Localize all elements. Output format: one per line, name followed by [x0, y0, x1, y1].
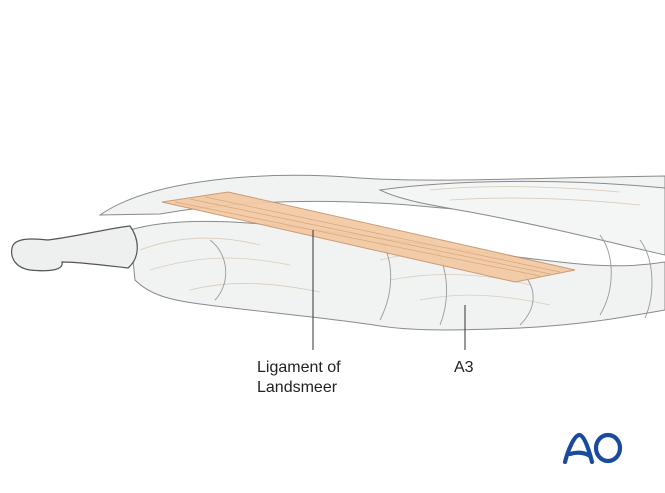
- label-ligament-of-landsmeer: Ligament of Landsmeer: [257, 358, 387, 398]
- label-line-1: A3: [454, 359, 474, 376]
- label-line-2: Landsmeer: [257, 379, 338, 396]
- tissue-outlines: [209, 231, 653, 326]
- fingertip: [11, 225, 138, 272]
- ligament-fibers: [174, 196, 561, 277]
- label-a3: A3: [454, 358, 474, 378]
- label-line-1: Ligament of: [257, 359, 341, 376]
- ao-logo: [562, 432, 623, 465]
